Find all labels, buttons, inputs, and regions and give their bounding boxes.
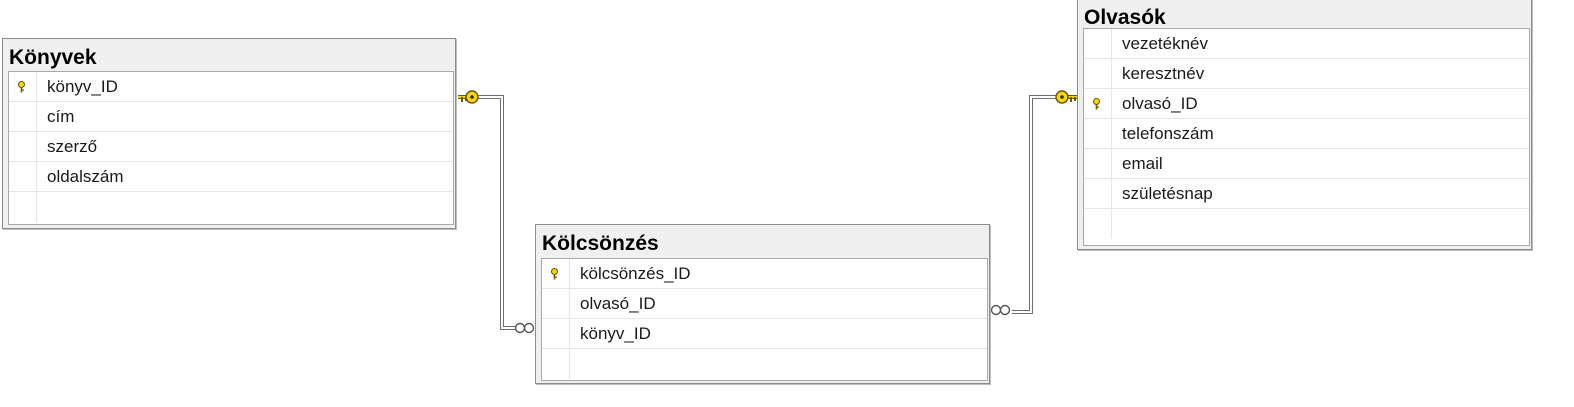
column-name: kölcsönzés_ID	[580, 264, 691, 283]
row-selector[interactable]	[9, 72, 37, 101]
row-selector[interactable]	[1084, 29, 1112, 58]
row-selector[interactable]	[1084, 119, 1112, 148]
row-selector[interactable]	[542, 319, 570, 348]
column-name: olvasó_ID	[580, 294, 656, 313]
row-selector[interactable]	[9, 192, 37, 222]
infinity-end-icon	[514, 322, 535, 334]
column-name: könyv_ID	[47, 77, 118, 96]
column-name: cím	[47, 107, 75, 126]
column-row[interactable]: vezetéknév	[1084, 29, 1529, 59]
column-list: könyv_ID cím szerző oldalszám	[8, 71, 454, 225]
primary-key-icon	[551, 268, 558, 280]
row-selector[interactable]	[1084, 149, 1112, 178]
column-name: szerző	[47, 137, 98, 156]
primary-key-icon	[1093, 98, 1100, 110]
column-name: születésnap	[1122, 184, 1213, 203]
column-row[interactable]: keresztnév	[1084, 59, 1529, 89]
primary-key-icon	[18, 81, 25, 93]
row-selector[interactable]	[1084, 89, 1112, 118]
relationship-olvasok-kolcsonzes[interactable]	[990, 90, 1079, 316]
table-konyvek[interactable]: Könyvek könyv_ID cím szerző	[2, 38, 456, 229]
column-row[interactable]: könyv_ID	[542, 319, 987, 349]
column-row[interactable]: telefonszám	[1084, 119, 1529, 149]
infinity-end-icon	[990, 304, 1011, 316]
column-name: könyv_ID	[580, 324, 651, 343]
new-column-row[interactable]	[9, 192, 453, 222]
table-kolcsonzes[interactable]: Kölcsönzés kölcsönzés_ID olvasó_ID köny	[535, 224, 990, 384]
column-row[interactable]: olvasó_ID	[542, 289, 987, 319]
table-olvasok[interactable]: Olvasók vezetéknév keresztnév olvasó_ID	[1077, 0, 1532, 250]
row-selector[interactable]	[9, 162, 37, 191]
column-list: kölcsönzés_ID olvasó_ID könyv_ID	[541, 258, 988, 381]
column-row[interactable]: születésnap	[1084, 179, 1529, 209]
row-selector[interactable]	[1084, 179, 1112, 208]
column-name: telefonszám	[1122, 124, 1214, 143]
row-selector[interactable]	[542, 289, 570, 318]
key-end-icon	[458, 90, 479, 104]
new-column-row[interactable]	[1084, 209, 1529, 239]
row-selector[interactable]	[542, 259, 570, 288]
column-name: email	[1122, 154, 1163, 173]
table-title[interactable]: Olvasók	[1084, 6, 1166, 29]
row-selector[interactable]	[9, 102, 37, 131]
row-selector[interactable]	[1084, 209, 1112, 239]
table-title[interactable]: Könyvek	[9, 46, 97, 69]
column-name: keresztnév	[1122, 64, 1205, 83]
new-column-row[interactable]	[542, 349, 987, 379]
row-selector[interactable]	[1084, 59, 1112, 88]
column-name: vezetéknév	[1122, 34, 1208, 53]
column-row[interactable]: olvasó_ID	[1084, 89, 1529, 119]
column-row[interactable]: kölcsönzés_ID	[542, 259, 987, 289]
column-row[interactable]: könyv_ID	[9, 72, 453, 102]
column-name: oldalszám	[47, 167, 124, 186]
column-row[interactable]: szerző	[9, 132, 453, 162]
relationship-konyvek-kolcsonzes[interactable]	[458, 90, 535, 334]
column-row[interactable]: oldalszám	[9, 162, 453, 192]
row-selector[interactable]	[9, 132, 37, 161]
column-name: olvasó_ID	[1122, 94, 1198, 113]
column-list: vezetéknév keresztnév olvasó_ID telef	[1083, 28, 1530, 246]
row-selector[interactable]	[542, 349, 570, 379]
key-end-icon	[1055, 90, 1078, 104]
column-row[interactable]: cím	[9, 102, 453, 132]
column-row[interactable]: email	[1084, 149, 1529, 179]
table-title[interactable]: Kölcsönzés	[542, 232, 659, 255]
